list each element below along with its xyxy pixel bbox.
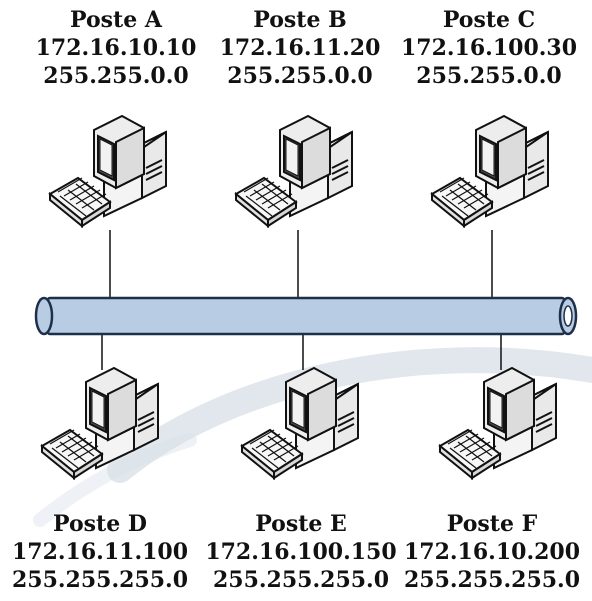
watermark-swoosh [107,347,592,483]
host-mask: 255.255.255.0 [403,567,581,593]
host-label-poste-b: Poste B 172.16.11.20 255.255.0.0 [200,6,400,90]
host-mask: 255.255.0.0 [43,63,189,89]
host-mask: 255.255.0.0 [416,63,562,89]
host-label-poste-e: Poste E 172.16.100.150 255.255.255.0 [201,510,401,594]
desktop-computer-icon [235,115,353,227]
host-label-poste-c: Poste C 172.16.100.30 255.255.0.0 [389,6,589,90]
network-bus-icon [34,296,578,336]
host-ip: 172.16.11.20 [219,35,381,61]
host-name: Poste C [442,7,536,33]
desktop-computer-icon [49,115,167,227]
host-name: Poste B [253,7,347,33]
watermark-swoosh-fade [33,433,197,527]
host-ip: 172.16.11.100 [11,539,189,565]
host-ip: 172.16.10.10 [35,35,197,61]
host-name: Poste A [70,7,162,33]
desktop-computer-icon [439,367,557,479]
desktop-computer-icon [431,115,549,227]
host-label-poste-d: Poste D 172.16.11.100 255.255.255.0 [0,510,200,594]
host-name: Poste E [255,511,347,537]
host-name: Poste F [446,511,538,537]
host-ip: 172.16.100.30 [400,35,578,61]
host-mask: 255.255.255.0 [11,567,189,593]
host-mask: 255.255.255.0 [212,567,390,593]
host-ip: 172.16.100.150 [205,539,397,565]
host-name: Poste D [53,511,147,537]
host-label-poste-a: Poste A 172.16.10.10 255.255.0.0 [16,6,216,90]
host-ip: 172.16.10.200 [403,539,581,565]
host-mask: 255.255.0.0 [227,63,373,89]
host-label-poste-f: Poste F 172.16.10.200 255.255.255.0 [392,510,592,594]
